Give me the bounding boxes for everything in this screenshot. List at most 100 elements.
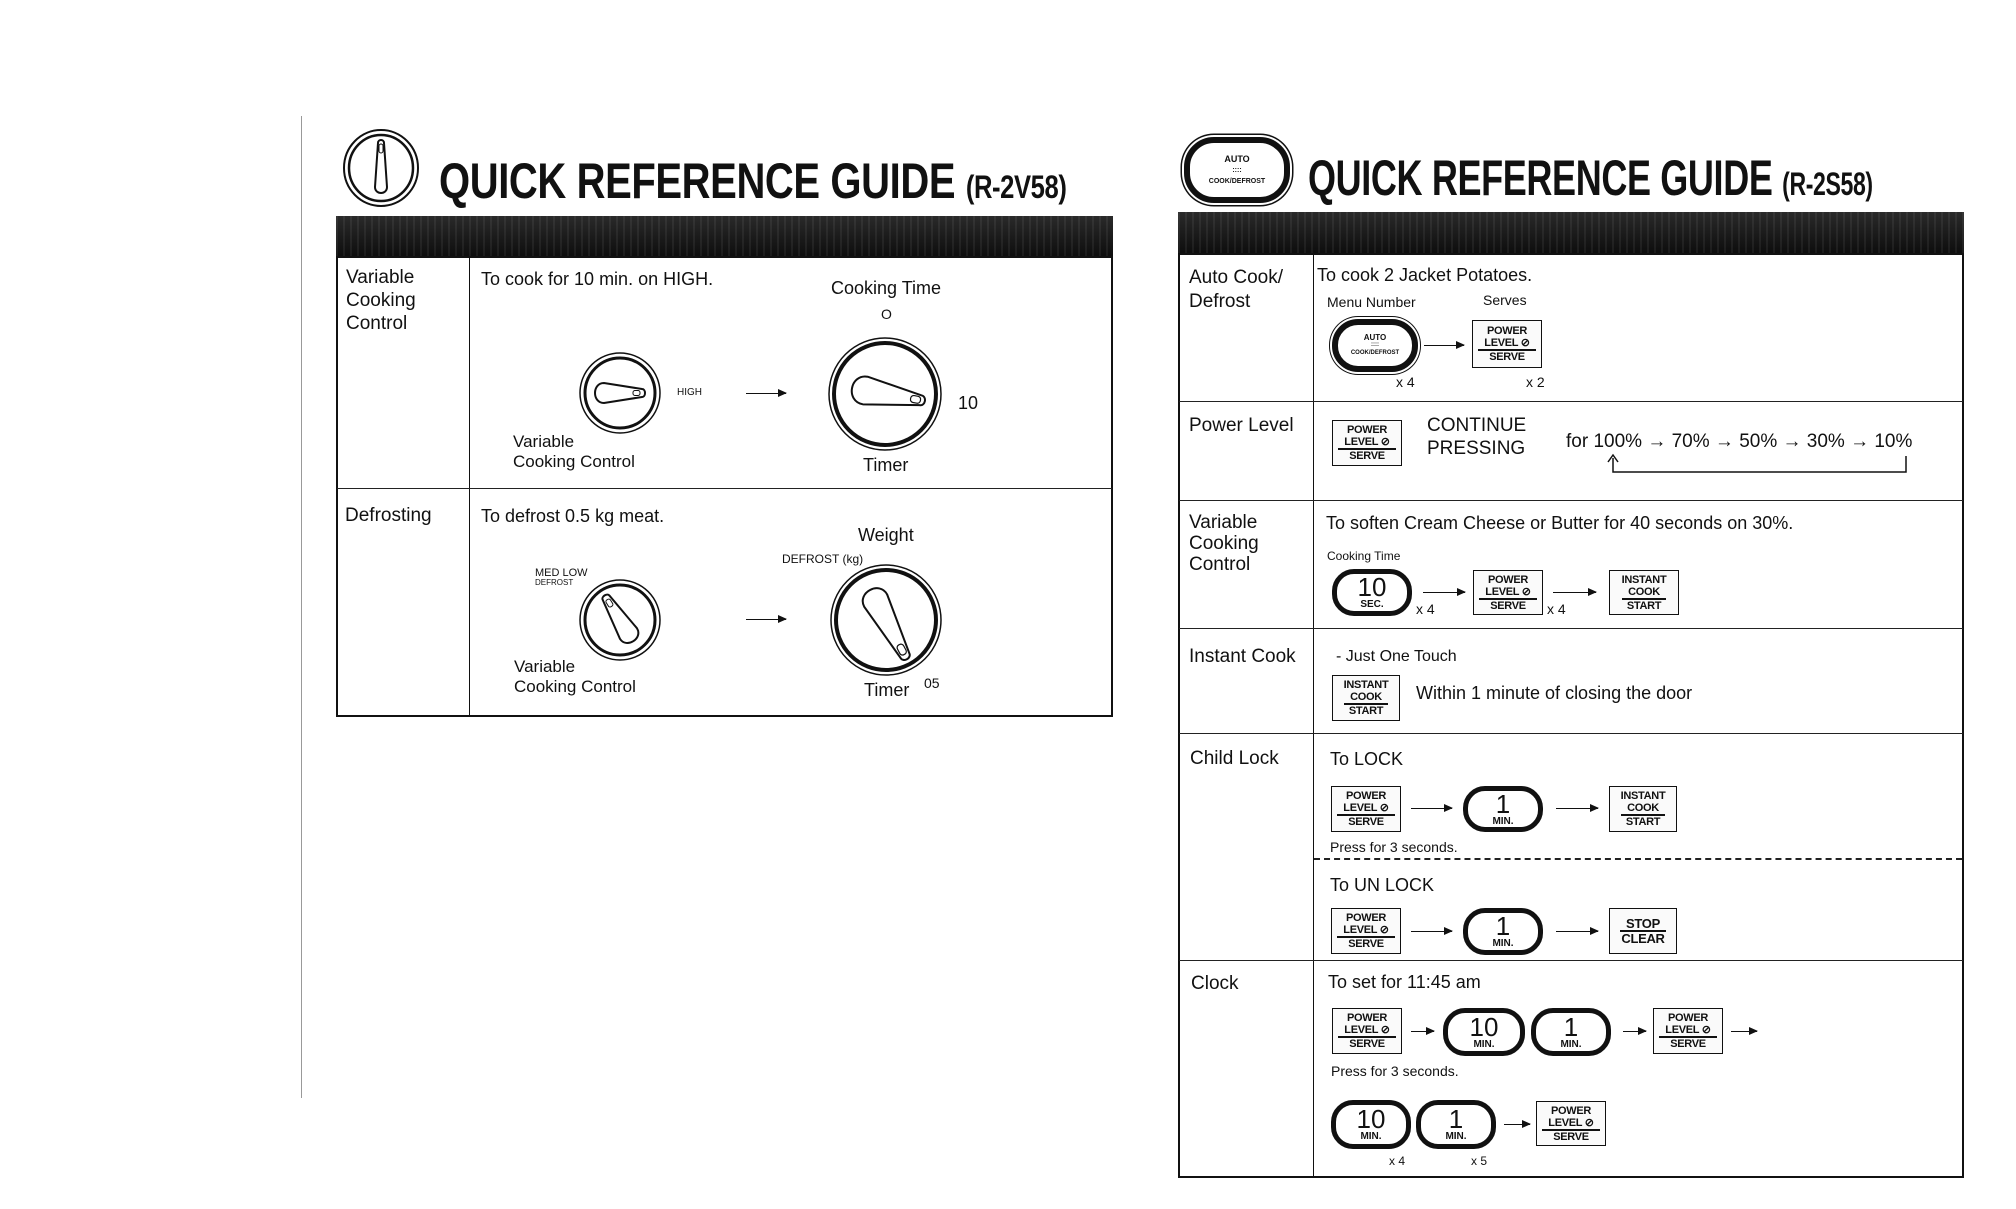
key-text: COOK/DEFROST [1208, 177, 1266, 185]
key-text: POWER [1487, 573, 1529, 586]
page-margin-line [301, 116, 302, 1098]
key-text: POWER [1346, 1012, 1388, 1024]
cycle-return-arrow-icon [1607, 453, 1907, 473]
press-note: Press for 3 seconds. [1330, 839, 1458, 855]
arrow-icon [1411, 927, 1453, 935]
caption-line: Cooking Control [514, 677, 636, 696]
right-column-divider [1313, 254, 1314, 1177]
key-text: START [1348, 705, 1384, 717]
key-text: LEVEL ⊘ [1659, 1024, 1717, 1038]
key-text: START [1626, 599, 1662, 612]
left-column-divider [469, 257, 470, 716]
key-text: LEVEL ⊘ [1337, 802, 1395, 816]
variable-cooking-control-dial-high[interactable] [579, 352, 661, 434]
key-text: :::: [1371, 342, 1379, 348]
arrow-icon [1411, 804, 1453, 812]
row-divider [1179, 733, 1963, 734]
vcc-setting-med-low: MED LOW DEFROST [535, 568, 588, 588]
key-text: SERVE [1349, 450, 1385, 462]
auto-cook-defrost-key[interactable]: AUTO :::: COOK/DEFROST [1332, 319, 1418, 372]
key-text: 1 [1563, 1011, 1579, 1042]
key-text: POWER [1345, 912, 1387, 924]
key-text: MIN. [1445, 1131, 1467, 1142]
press-count: x 4 [1389, 1154, 1406, 1168]
auto-cook-defrost-icon: AUTO :::: COOK/DEFROST [1184, 137, 1290, 203]
key-text: START [1625, 816, 1661, 828]
key-text: MIN. [1492, 938, 1514, 949]
variable-cooking-control-dial-defrost[interactable] [579, 579, 661, 661]
to-unlock-label: To UN LOCK [1330, 875, 1435, 895]
arrow-icon [746, 389, 787, 397]
key-text: LEVEL ⊘ [1338, 1024, 1396, 1038]
key-text: SERVE [1349, 1038, 1385, 1050]
key-text: SERVE [1670, 1038, 1706, 1050]
row-label-child-lock: Child Lock [1190, 748, 1279, 769]
setting-line: MED LOW [535, 567, 588, 579]
arrow-icon [1411, 1027, 1435, 1035]
timer-dial-10[interactable] [828, 337, 942, 451]
press-count: x 5 [1471, 1154, 1488, 1168]
key-text: POWER [1550, 1104, 1592, 1117]
key-text: LEVEL ⊘ [1478, 337, 1536, 351]
lock-unlock-divider [1314, 858, 1962, 860]
label-line: Defrost [1189, 291, 1251, 312]
key-text: SERVE [1348, 816, 1384, 828]
defrost-scale: DEFROST (kg) [782, 552, 864, 566]
cooking-time-label: Cooking Time [1327, 549, 1401, 563]
serves-label: Serves [1483, 292, 1527, 308]
key-text: POWER [1486, 325, 1528, 337]
arrow-icon [1731, 1027, 1758, 1035]
key-text: 1 [1495, 911, 1511, 941]
dial-icon [343, 129, 419, 207]
key-text: LEVEL ⊘ [1542, 1117, 1600, 1131]
right-model: (R-2S58) [1782, 166, 1873, 202]
label-line: Cooking [1189, 533, 1259, 554]
key-text: POWER [1667, 1012, 1709, 1024]
label-line: Auto Cook/ [1189, 267, 1283, 288]
text-line: CONTINUE [1427, 415, 1527, 436]
key-text: AUTO [1363, 333, 1387, 342]
instruction: To defrost 0.5 kg meat. [481, 506, 665, 526]
timer-dial-weight[interactable] [830, 564, 942, 676]
continue-pressing: CONTINUE PRESSING [1427, 414, 1526, 460]
key-text: MIN. [1360, 1131, 1382, 1142]
timer-label: Timer [863, 455, 909, 475]
setting-line: DEFROST [535, 578, 574, 587]
label-line: Variable [346, 267, 415, 288]
just-one-touch: - Just One Touch [1336, 648, 1457, 665]
row-label-instant-cook: Instant Cook [1189, 646, 1296, 667]
label-line: Control [346, 313, 408, 334]
instant-cook-note: Within 1 minute of closing the door [1416, 683, 1693, 703]
left-title: QUICK REFERENCE GUIDE (R-2V58) [439, 154, 1067, 214]
timer-value: 05 [924, 675, 940, 691]
text-line: PRESSING [1427, 438, 1526, 459]
power-sequence: for 100% → 70% → 50% → 30% → 10% [1566, 431, 1913, 452]
key-text: :::: [1232, 166, 1242, 174]
key-text: COOK/DEFROST [1350, 350, 1400, 356]
press-note: Press for 3 seconds. [1331, 1063, 1459, 1079]
key-text: MIN. [1473, 1038, 1495, 1050]
arrow-icon [1556, 927, 1599, 935]
press-count: x 2 [1526, 374, 1545, 390]
key-text: LEVEL ⊘ [1479, 586, 1537, 600]
press-count: x 4 [1547, 601, 1566, 617]
